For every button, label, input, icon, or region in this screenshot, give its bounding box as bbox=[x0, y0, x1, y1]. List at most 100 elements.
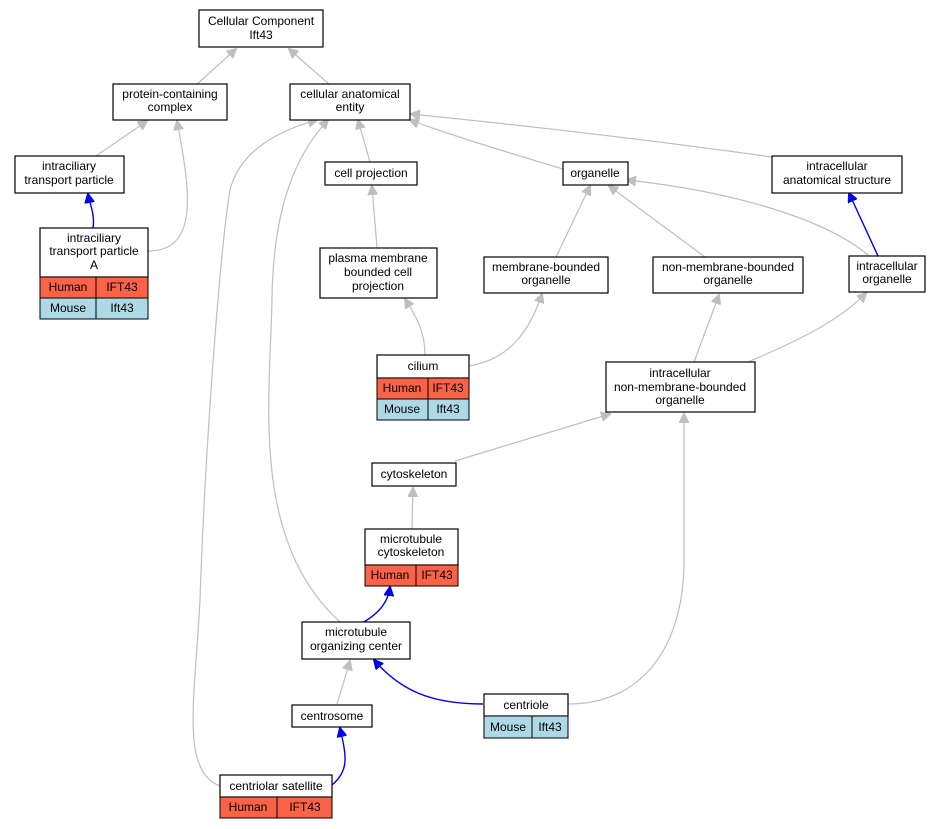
node-mtc-line-1: microtubule bbox=[380, 532, 442, 546]
centriole-mouse-gene-cell bbox=[531, 715, 569, 739]
node-centriole[interactable]: centriole Mouse Ift43 bbox=[483, 693, 569, 739]
node-organelle[interactable]: organelle bbox=[562, 161, 629, 186]
edge-centriole-to-intracellular-nmb bbox=[567, 414, 684, 705]
node-pm-line-1: plasma membrane bbox=[328, 251, 428, 265]
mtc-human-species: Human bbox=[371, 568, 410, 582]
node-ift-a-line-3: A bbox=[90, 258, 98, 272]
ift-a-mouse-gene-cell bbox=[95, 297, 149, 320]
node-inmbo-line-2: non-membrane-bounded bbox=[614, 380, 746, 394]
node-pm-line-3: projection bbox=[352, 279, 404, 293]
node-io-line-2: organelle bbox=[862, 272, 912, 286]
edge-non-membrane-bounded-to-organelle bbox=[609, 186, 706, 258]
node-intraciliary-transport-particle-a[interactable]: intraciliary transport particle A Human … bbox=[39, 227, 149, 320]
node-centrosome[interactable]: centrosome bbox=[291, 704, 373, 728]
node-protein-complex-line-1: protein-containing bbox=[122, 87, 217, 101]
node-centrosome-label: centrosome bbox=[301, 709, 364, 723]
node-centriole-label: centriole bbox=[503, 698, 549, 712]
node-nmbo-line-2: organelle bbox=[703, 273, 753, 287]
node-plasma-membrane-bounded-cell-projection[interactable]: plasma membrane bounded cell projection bbox=[319, 247, 438, 299]
node-cs-label: centriolar satellite bbox=[229, 779, 323, 793]
node-mtoc-line-2: organizing center bbox=[310, 639, 402, 653]
edge-centriolar-satellite-to-cae bbox=[192, 120, 317, 787]
node-ift-particle-line-2: transport particle bbox=[24, 173, 114, 187]
mtc-human-gene-cell bbox=[415, 564, 459, 587]
node-microtubule-cytoskeleton[interactable]: microtubule cytoskeleton Human IFT43 bbox=[364, 528, 459, 587]
edge-membrane-bounded-to-organelle bbox=[555, 186, 590, 258]
edge-centrosome-to-mtoc bbox=[336, 661, 350, 705]
cilium-mouse-species: Mouse bbox=[384, 402, 420, 416]
edge-cilium-to-pm-projection bbox=[405, 299, 426, 356]
edge-mtoc-to-cae bbox=[268, 120, 341, 623]
node-cae-line-2: entity bbox=[336, 100, 365, 114]
node-mtc-line-2: cytoskeleton bbox=[378, 545, 445, 559]
centriole-mouse-gene: Ift43 bbox=[538, 720, 562, 734]
cilium-human-gene: IFT43 bbox=[432, 381, 464, 395]
node-pm-line-2: bounded cell bbox=[344, 265, 412, 279]
node-cell-projection[interactable]: cell projection bbox=[324, 161, 418, 186]
node-root[interactable]: Cellular Component Ift43 bbox=[198, 9, 324, 48]
node-io-line-1: intracellular bbox=[856, 259, 917, 273]
node-intracellular-anatomical-structure[interactable]: intracellular anatomical structure bbox=[771, 155, 903, 194]
nodes: Cellular Component Ift43 protein-contain… bbox=[14, 9, 926, 819]
node-cell-projection-label: cell projection bbox=[334, 166, 407, 180]
edge-pm-projection-to-cell-projection bbox=[372, 186, 377, 249]
node-ias-line-1: intracellular bbox=[806, 159, 867, 173]
edge-centriole-to-mtoc bbox=[374, 660, 484, 705]
ift-a-human-species: Human bbox=[49, 280, 88, 294]
cs-human-species: Human bbox=[229, 800, 268, 814]
cs-human-gene-cell bbox=[276, 796, 333, 819]
edge-organelle-to-cae bbox=[410, 120, 564, 170]
centriole-mouse-species: Mouse bbox=[490, 720, 526, 734]
edge-protein-complex-to-root bbox=[195, 49, 236, 86]
node-intraciliary-transport-particle[interactable]: intraciliary transport particle bbox=[14, 155, 125, 194]
edge-cytoskeleton-to-intracellular-nmb bbox=[454, 414, 610, 462]
node-intracellular-organelle[interactable]: intracellular organelle bbox=[848, 255, 926, 293]
edge-ift-particle-to-protein-complex bbox=[95, 121, 147, 157]
node-protein-containing-complex[interactable]: protein-containing complex bbox=[112, 83, 228, 121]
node-root-line-2: Ift43 bbox=[249, 28, 273, 42]
edge-cilium-to-membrane-bounded bbox=[467, 294, 542, 367]
node-organelle-label: organelle bbox=[570, 166, 620, 180]
cilium-mouse-gene-cell bbox=[427, 398, 470, 421]
edge-mtoc-to-microtubule-cytoskeleton bbox=[363, 587, 390, 623]
cilium-human-species: Human bbox=[383, 381, 422, 395]
node-cilium[interactable]: cilium Human IFT43 Mouse Ift43 bbox=[376, 354, 470, 421]
edge-intracellular-organelle-to-organelle bbox=[627, 180, 869, 256]
edge-ift-a-to-ift-particle bbox=[88, 194, 93, 229]
node-nmbo-line-1: non-membrane-bounded bbox=[662, 260, 794, 274]
node-inmbo-line-3: organelle bbox=[655, 393, 705, 407]
node-mtoc-line-1: microtubule bbox=[325, 625, 387, 639]
mtc-human-gene: IFT43 bbox=[421, 568, 453, 582]
edge-cae-to-root bbox=[289, 49, 331, 86]
node-ift-a-line-2: transport particle bbox=[49, 244, 139, 258]
node-cytoskeleton-label: cytoskeleton bbox=[381, 467, 448, 481]
edge-microtubule-cytoskeleton-to-cytoskeleton bbox=[412, 488, 413, 530]
edge-intracellular-structure-to-cae bbox=[411, 114, 773, 158]
cilium-mouse-gene: Ift43 bbox=[436, 402, 460, 416]
edge-cell-projection-to-cae bbox=[358, 120, 371, 163]
ift-a-human-gene: IFT43 bbox=[106, 280, 138, 294]
node-intracellular-non-membrane-bounded-organelle[interactable]: intracellular non-membrane-bounded organ… bbox=[605, 361, 756, 413]
edge-centriolar-satellite-to-centrosome bbox=[331, 728, 345, 786]
edge-intracellular-nmb-to-non-membrane-bounded bbox=[693, 295, 719, 363]
node-cytoskeleton[interactable]: cytoskeleton bbox=[371, 462, 457, 487]
node-ift-a-line-1: intraciliary bbox=[67, 231, 121, 245]
node-cellular-anatomical-entity[interactable]: cellular anatomical entity bbox=[289, 83, 411, 121]
node-non-membrane-bounded-organelle[interactable]: non-membrane-bounded organelle bbox=[652, 256, 804, 294]
cs-human-gene: IFT43 bbox=[289, 800, 321, 814]
node-ift-particle-line-1: intraciliary bbox=[42, 159, 96, 173]
node-microtubule-organizing-center[interactable]: microtubule organizing center bbox=[301, 621, 411, 660]
node-centriolar-satellite[interactable]: centriolar satellite Human IFT43 bbox=[219, 774, 333, 819]
node-mbo-line-2: organelle bbox=[521, 273, 571, 287]
node-inmbo-line-1: intracellular bbox=[649, 366, 710, 380]
ift-a-mouse-species: Mouse bbox=[50, 301, 86, 315]
node-cae-line-1: cellular anatomical bbox=[300, 87, 399, 101]
node-protein-complex-line-2: complex bbox=[148, 100, 193, 114]
edge-ift-a-to-protein-complex bbox=[147, 121, 189, 252]
node-root-line-1: Cellular Component bbox=[208, 14, 315, 28]
node-membrane-bounded-organelle[interactable]: membrane-bounded organelle bbox=[483, 256, 609, 294]
node-mbo-line-1: membrane-bounded bbox=[492, 260, 600, 274]
ift-a-mouse-gene: Ift43 bbox=[110, 301, 134, 315]
edge-intracellular-organelle-to-structure bbox=[849, 193, 879, 257]
